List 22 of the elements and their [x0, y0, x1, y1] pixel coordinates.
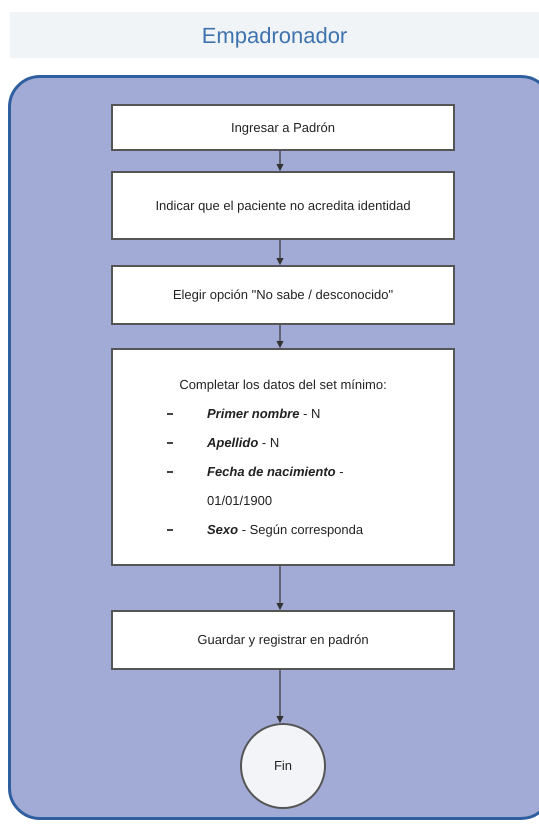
list-item: Apellido - N [207, 434, 280, 452]
step-text: Guardar y registrar en padrón [197, 631, 369, 649]
process-box [111, 348, 455, 566]
step-heading: Completar los datos del set mínimo: [178, 376, 388, 394]
process-box [111, 610, 455, 670]
step-text: Ingresar a Padrón [230, 118, 336, 137]
process-box [111, 265, 455, 325]
list-item: Sexo - Según corresponda [207, 521, 364, 539]
arrow [276, 565, 284, 610]
list-item: Fecha de nacimiento - 01/01/1900 [207, 463, 345, 510]
step-text: Elegir opción "No sabe / desconocido" [172, 286, 394, 304]
step-text: Indicar que el paciente no acredita identidad [155, 197, 411, 215]
arrow [276, 150, 284, 172]
step-text: Fin [274, 757, 292, 775]
process-box [111, 171, 455, 240]
list-item: Primer nombre - N [207, 405, 320, 423]
title: Empadronador [202, 22, 348, 50]
arrow [276, 669, 284, 724]
arrow [276, 239, 284, 266]
swimlane [8, 75, 539, 820]
arrow [276, 324, 284, 348]
process-box [111, 104, 455, 151]
